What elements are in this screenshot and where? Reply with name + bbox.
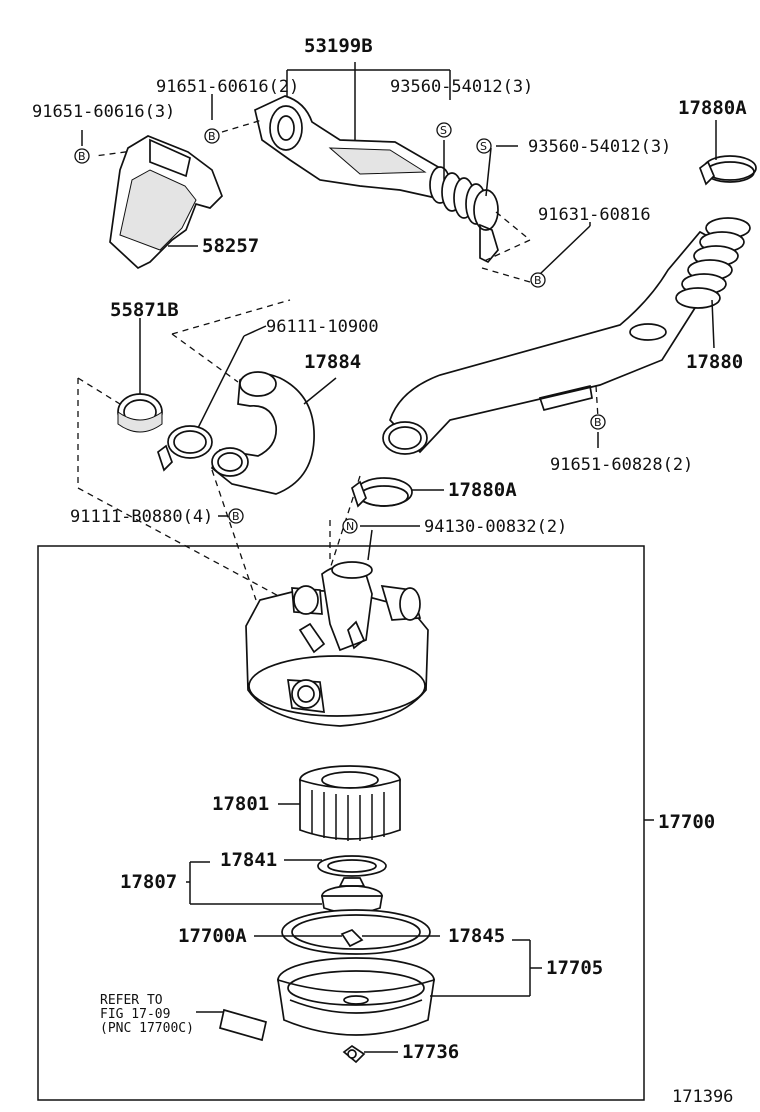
refer-note-line-2: FIG 17-09 (100, 1007, 170, 1022)
label-17884: 17884 (304, 351, 361, 373)
label-55871B: 55871B (110, 299, 179, 321)
seal-ring-55871B (117, 393, 163, 433)
label-93560-54012-3-a: 93560-54012(3) (390, 77, 533, 97)
label-17807: 17807 (120, 871, 177, 893)
label-94130-00832-2: 94130-00832(2) (424, 517, 567, 537)
marker-s-upper: S (436, 122, 452, 138)
marker-b-91631-60816: B (530, 272, 546, 288)
marker-b-91651-60828: B (590, 414, 606, 430)
center-bolt-17807 (320, 877, 384, 914)
svg-text:B: B (594, 416, 602, 429)
svg-text:S: S (440, 124, 447, 137)
hose-17880 (382, 217, 751, 455)
svg-text:B: B (232, 510, 240, 523)
hose-clamp-17880A-mid (350, 477, 413, 508)
air-cleaner-housing-17705 (276, 909, 436, 1036)
label-17880: 17880 (686, 351, 743, 373)
label-17700A: 17700A (178, 925, 247, 947)
gasket-17841 (317, 855, 387, 877)
label-91651-60616-3: 91651-60616(3) (32, 102, 175, 122)
marker-n-94130-00832: N (342, 518, 358, 534)
label-53199B: 53199B (304, 35, 373, 57)
label-91651-60616-2: 91651-60616(2) (156, 77, 299, 97)
hose-clamp-96111-10900 (156, 425, 213, 472)
label-17700: 17700 (658, 811, 715, 833)
marker-b-91111-b0880: B (228, 508, 244, 524)
bracket-17807 (186, 861, 322, 905)
refer-part-17700C (218, 1008, 268, 1042)
air-cleaner-assembly-box (37, 545, 645, 1101)
clip-17700A (340, 929, 364, 948)
hose-17880-corrugation (675, 217, 751, 309)
label-17880A-mid: 17880A (448, 479, 517, 501)
marker-b-91651-60616-2: B (204, 128, 220, 144)
leader-53199B (286, 62, 451, 140)
label-91631-60816: 91631-60816 (538, 205, 651, 225)
marker-s-right: S (476, 138, 492, 154)
refer-note-line-3: (PNC 17700C) (100, 1021, 194, 1036)
label-17705: 17705 (546, 957, 603, 979)
svg-text:S: S (480, 140, 487, 153)
label-17801: 17801 (212, 793, 269, 815)
filter-pleats (311, 790, 385, 841)
intake-duct-53199B (254, 95, 499, 264)
label-93560-54012-3-b: 93560-54012(3) (528, 137, 671, 157)
clip-17736 (342, 1044, 366, 1064)
marker-b-91651-60616-3: B (74, 148, 90, 164)
air-cleaner-cap (245, 561, 429, 727)
filter-element-17801 (299, 765, 401, 841)
svg-text:N: N (346, 520, 354, 533)
svg-text:B: B (534, 274, 542, 287)
bracket-58257 (109, 135, 223, 270)
svg-text:B: B (208, 130, 216, 143)
label-17736: 17736 (402, 1041, 459, 1063)
refer-note-line-1: REFER TO (100, 993, 163, 1008)
label-17880A-top: 17880A (678, 97, 747, 119)
label-58257: 58257 (202, 235, 259, 257)
label-96111-10900: 96111-10900 (266, 317, 379, 337)
label-91111-B0880-4: 91111-B0880(4) (70, 507, 213, 527)
figure-number: 171396 (672, 1087, 733, 1107)
hose-clamp-17880A-top (698, 155, 757, 186)
label-17845: 17845 (448, 925, 505, 947)
hose-17884 (210, 371, 315, 495)
svg-text:B: B (78, 150, 86, 163)
label-17841: 17841 (220, 849, 277, 871)
label-91651-60828-2: 91651-60828(2) (550, 455, 693, 475)
